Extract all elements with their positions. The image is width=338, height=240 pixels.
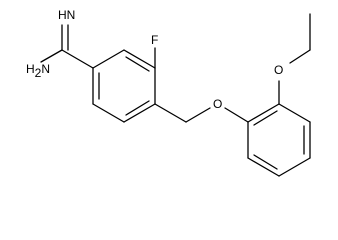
bond-a1-amidine-c [61,49,94,69]
bond-oxygen-b1 [224,107,249,123]
bond-a5-a6 [92,103,125,123]
imine-label: HN [58,8,75,22]
amine-subscript: 2 [35,66,42,80]
bond-b1-b2 [247,103,280,123]
bond-a2-a3 [123,49,156,69]
bond-ch2-oxygen [185,107,211,123]
bond-a1-a2 [92,49,125,69]
bond-b1-b2-double [253,110,278,126]
ring-a [92,49,156,123]
bond-ethoxy-oxygen-ch2 [289,49,311,64]
amine-label: H2N [26,62,50,80]
bond-b4-b5 [278,157,311,177]
methylene-ether-linker [154,103,249,123]
bond-a4-ch2 [154,103,187,123]
ethoxy-oxygen-label: O [274,63,283,77]
amidine-group [40,24,94,69]
ether-oxygen-label: O [213,97,222,111]
atom-labels: HN H2N F O O [26,8,283,111]
ring-b [247,103,311,177]
amine-n: N [41,62,50,76]
chemical-structure: HN H2N F O O [26,8,311,177]
bond-a4-a5-double [125,100,150,116]
bond-a2-a3-double [125,56,150,72]
ethoxy-group [278,13,311,105]
bond-amidine-c-nh2 [40,49,63,63]
fluorine-label: F [151,33,158,47]
bond-b2-b3 [278,103,311,123]
bond-a4-a5 [123,103,156,123]
bond-b5-b6-double [253,154,278,170]
bond-b5-b6 [247,157,280,177]
amine-h: H [26,62,35,76]
